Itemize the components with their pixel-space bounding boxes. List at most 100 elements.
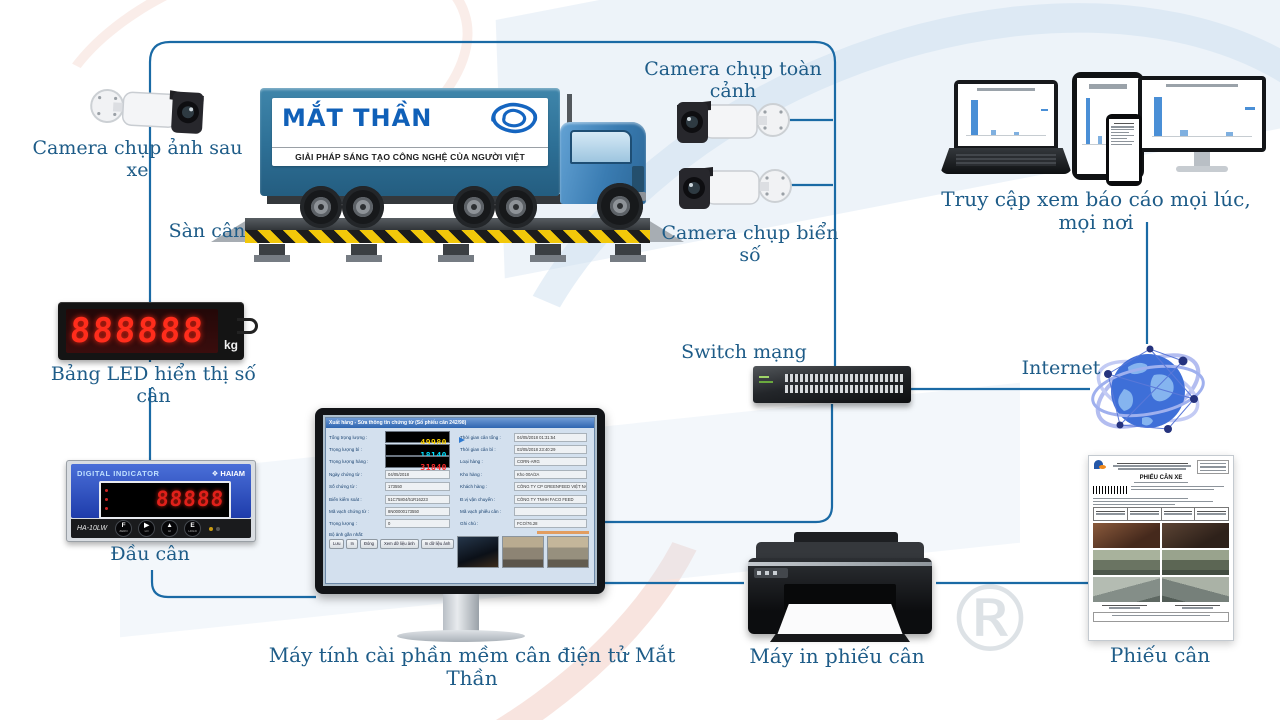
matthan-brand-text: MẮT THẦN (282, 104, 433, 132)
monitor-base (397, 630, 525, 642)
software-button[interactable]: Lưu (329, 539, 345, 550)
network-switch-icon (753, 366, 911, 403)
weight-led-display: 49980 (385, 431, 450, 447)
truck-cab-window (570, 130, 632, 164)
computer-monitor: Xuất hàng - Sửa thông tin chứng từ (Số p… (315, 408, 605, 594)
field-label: Số chứng từ : (329, 484, 358, 490)
label-camera-rear: Camera chụp ảnh sau xe (32, 137, 243, 181)
field-input[interactable]: CÔNG TY CP GREENFEED VIỆT NAM (514, 482, 587, 492)
label-internet: Internet (1021, 357, 1101, 379)
indicator-button-glyph: ▲ (166, 522, 173, 529)
printer-trim (748, 562, 932, 566)
label-indicator: Đầu cân (110, 543, 190, 565)
field-label: Trọng lượng hàng : (329, 459, 369, 465)
software-field-row: Khách hàng : CÔNG TY CP GREENFEED VIỆT N… (460, 481, 591, 493)
matthan-logo-panel: MẮT THẦN GIẢI PHÁP SÁNG TẠO CÔNG NGHỆ CỦ… (272, 98, 548, 166)
field-input[interactable]: CÔNG TY TNHH FACO FEED (514, 494, 587, 504)
report-chart (1142, 80, 1262, 148)
indicator-button: ▶ LO (138, 520, 156, 537)
software-button[interactable]: In dữ liệu ảnh (420, 539, 455, 550)
field-label: Trọng lượng bì : (329, 447, 362, 453)
weighbridge-foot (610, 244, 646, 262)
software-left-column: Tổng trọng lượng : 49980 Trọng lượng bì … (329, 431, 460, 530)
ticket-title: PHIẾU CÂN XE (1139, 475, 1183, 481)
company-logo-icon (1093, 460, 1107, 471)
indicator-brand: ❖HAIAM (211, 468, 245, 478)
monitor-base (1176, 166, 1228, 172)
ticket-barcode (1093, 486, 1127, 495)
ticket-photo (1093, 576, 1160, 602)
led-digits: 888888 (68, 311, 207, 351)
ticket-weights-table (1093, 506, 1229, 521)
field-label: Tổng trọng lượng : (329, 434, 368, 440)
ticket-info-lines (1131, 484, 1229, 491)
field-input[interactable]: 0 (385, 519, 450, 529)
truck-wheel (300, 186, 342, 228)
label-led: Bảng LED hiển thị số cân (50, 363, 257, 407)
desktop-monitor-screen (1138, 76, 1266, 152)
field-label: Trọng lượng : (329, 521, 357, 527)
printer-top (756, 542, 924, 562)
field-input[interactable]: 04/05/2018 (385, 469, 450, 479)
label-printer: Máy in phiếu cân (749, 644, 925, 668)
field-input[interactable]: 04/05/2018 01:31:54 (514, 432, 587, 442)
field-label: Ngày chứng từ : (329, 471, 363, 477)
field-label: Thời gian cân bì : (460, 447, 496, 453)
truck-container: MẮT THẦN GIẢI PHÁP SÁNG TẠO CÔNG NGHỆ CỦ… (260, 88, 560, 196)
indicator-model: HA-10LW (77, 525, 108, 532)
laptop-screen (954, 80, 1058, 150)
field-input[interactable]: 8N00000173550 (385, 507, 450, 517)
field-input[interactable]: 173550 (385, 482, 450, 492)
registered-trademark-watermark: ® (944, 566, 1036, 673)
label-camera-plate: Camera chụp biển số (661, 222, 839, 266)
software-field-row: Biển kiểm soát : 51C75804/51R16223 (329, 493, 460, 505)
label-devices: Truy cập xem báo cáo mọi lúc, mọi nơi (941, 187, 1251, 234)
field-input[interactable]: 03/05/2018 23:40:29 (514, 445, 587, 455)
software-field-row: Đ.vị vận chuyển : CÔNG TY TNHH FACO FEED (460, 493, 591, 505)
capture-photo (502, 536, 544, 569)
field-input[interactable]: 51C75804/51R16223 (385, 494, 450, 504)
weighing-software-window: Xuất hàng - Sửa thông tin chứng từ (Số p… (325, 417, 595, 584)
truck-exhaust-pipe (567, 94, 572, 140)
truck-on-weighbridge: MẮT THẦN GIẢI PHÁP SÁNG TẠO CÔNG NGHỆ CỦ… (211, 80, 684, 280)
software-field-row: Mã vạch chứng từ : 8N00000173550 (329, 505, 460, 517)
ticket-photo (1093, 522, 1160, 548)
printer-tray (770, 634, 910, 642)
software-button[interactable]: In (346, 539, 358, 550)
led-cable (237, 318, 258, 334)
ticket-company-lines (1110, 460, 1194, 474)
computer-screen: Xuất hàng - Sửa thông tin chứng từ (Số p… (323, 415, 597, 586)
ticket-detail-lines (1093, 497, 1229, 505)
label-computer: Máy tính cài phần mềm cân điện tử Mắt Th… (268, 643, 676, 690)
haiam-logo-icon: ❖ (211, 468, 219, 478)
printer-buttons (754, 568, 788, 578)
weighbridge-foot (530, 244, 566, 262)
indicator-title: DIGITAL INDICATOR (77, 468, 160, 478)
field-input[interactable]: FCO/76.28 (514, 519, 587, 529)
indicator-digits: 88888 (154, 487, 225, 511)
indicator-status-dots (105, 489, 108, 510)
led-weight-display: 888888 kg (58, 302, 258, 360)
matthan-eye-icon (488, 100, 540, 141)
laptop-icon (940, 80, 1072, 180)
weighbridge-deck (245, 218, 650, 231)
ticket-photo (1162, 549, 1229, 575)
label-camera-overview: Camera chụp toàn cảnh (644, 58, 822, 102)
truck-chassis (267, 194, 612, 204)
indicator-button-glyph: F (121, 522, 126, 529)
field-input[interactable]: Kho 00A/2A (514, 469, 587, 479)
field-input[interactable] (514, 507, 587, 517)
weighbridge-foot (254, 244, 290, 262)
ticket-photo-grid (1093, 522, 1229, 602)
software-button[interactable]: Xem dữ liệu ảnh (379, 539, 419, 550)
software-button[interactable]: Đóng (359, 539, 378, 550)
ticket-subtitle-line (1093, 482, 1229, 484)
latest-photos-label: Bộ ảnh gần nhất: (329, 532, 364, 538)
field-input[interactable]: CORN-ARG (514, 457, 587, 467)
weight-led-display: 18140 (385, 443, 450, 460)
switch-ports (785, 374, 903, 395)
desktop-monitor-icon (1138, 76, 1266, 174)
indicator-button: ▲ HI (161, 520, 179, 537)
software-field-row: Ngày chứng từ : 04/05/2018 (329, 468, 460, 480)
capture-thumbnails (457, 536, 589, 569)
